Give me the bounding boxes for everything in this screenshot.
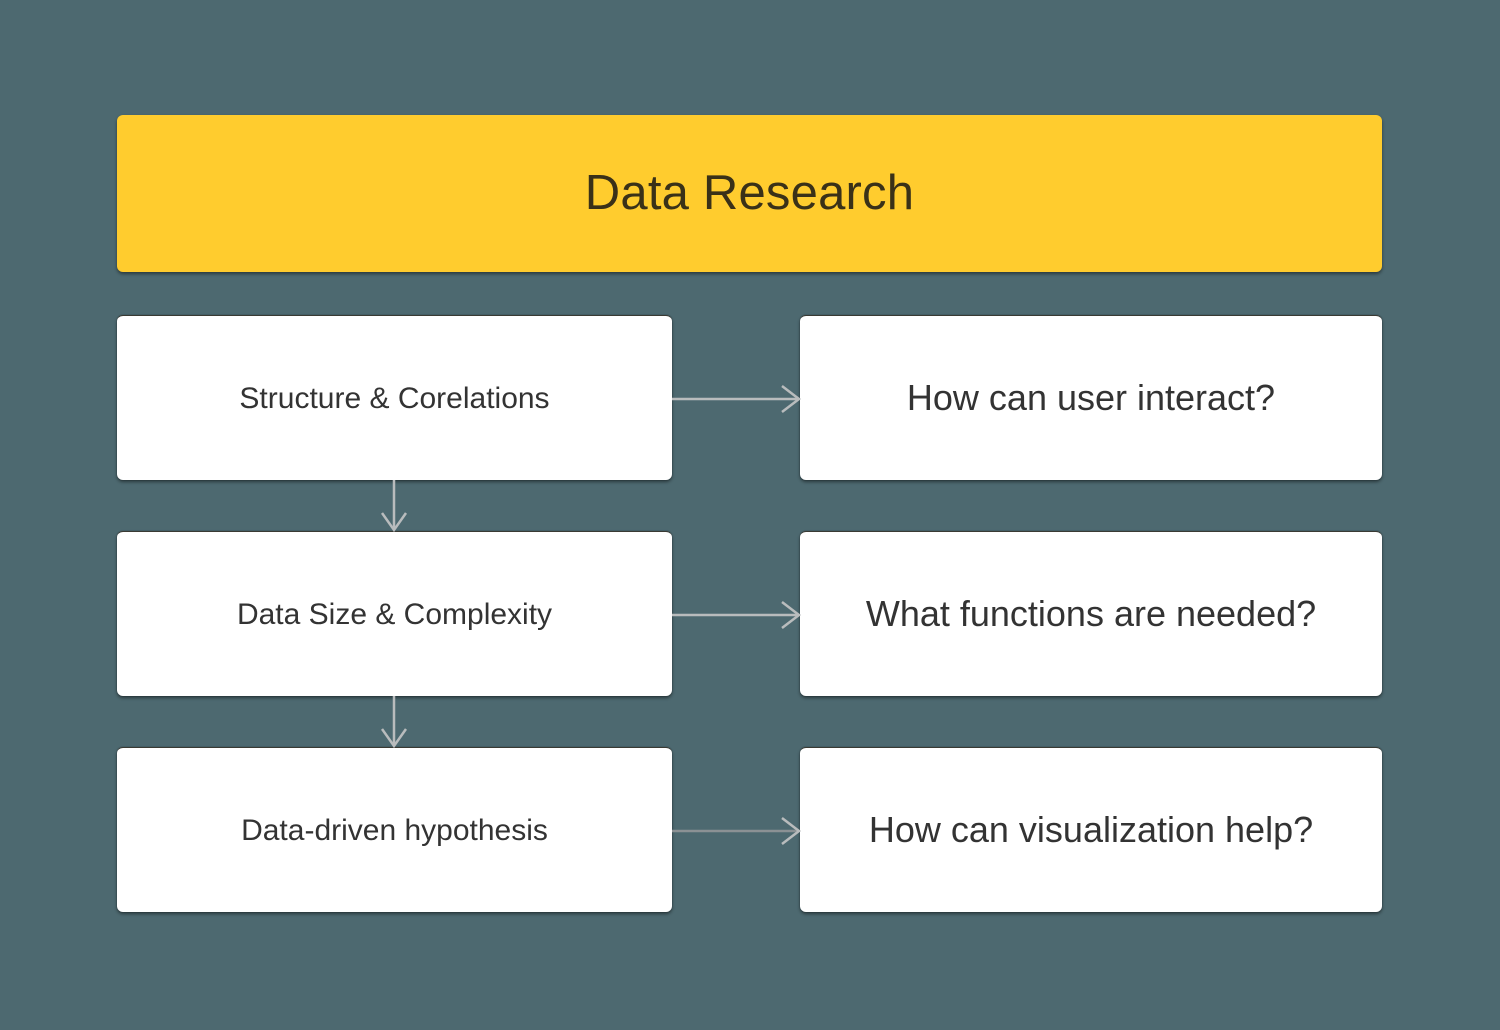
arrow-right-row2: [672, 601, 802, 629]
node-structure-corelations[interactable]: Structure & Corelations: [117, 315, 672, 480]
arrow-right-row3: [672, 817, 802, 845]
node-data-driven-hypothesis[interactable]: Data-driven hypothesis: [117, 747, 672, 912]
header-banner: Data Research: [117, 115, 1382, 272]
node-label: How can user interact?: [906, 377, 1276, 419]
node-label: What functions are needed?: [865, 593, 1317, 635]
node-how-can-user-interact[interactable]: How can user interact?: [800, 315, 1382, 480]
node-what-functions-are-needed[interactable]: What functions are needed?: [800, 531, 1382, 696]
page-title: Data Research: [584, 166, 915, 220]
arrow-down-row1-row2: [380, 480, 408, 533]
node-how-can-visualization-help[interactable]: How can visualization help?: [800, 747, 1382, 912]
arrow-right-row1: [672, 385, 802, 413]
node-label: How can visualization help?: [868, 809, 1314, 851]
arrow-down-row2-row3: [380, 696, 408, 749]
node-label: Data-driven hypothesis: [241, 813, 548, 847]
node-data-size-complexity[interactable]: Data Size & Complexity: [117, 531, 672, 696]
node-label: Data Size & Complexity: [236, 597, 553, 631]
node-label: Structure & Corelations: [239, 381, 550, 415]
